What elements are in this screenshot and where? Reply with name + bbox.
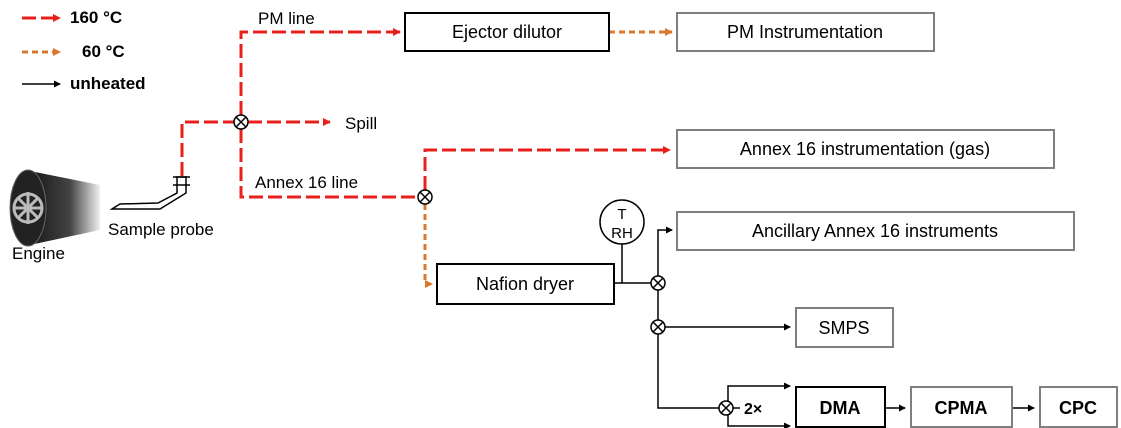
temperature-humidity-sensor: T RH — [599, 199, 645, 245]
sensor-rh-label: RH — [611, 225, 633, 242]
engine-icon — [9, 169, 100, 247]
cpc-box: CPC — [1039, 386, 1118, 428]
annex-gas-line — [423, 146, 671, 190]
svg-text:CPMA: CPMA — [935, 398, 988, 418]
pm-line — [239, 28, 401, 115]
sample-probe-icon — [109, 176, 190, 210]
valve-icon-smps-split — [650, 319, 666, 335]
junction-valves — [233, 114, 734, 416]
svg-text:PM Instrumentation: PM Instrumentation — [727, 22, 883, 42]
annex-16-line — [239, 129, 418, 199]
probe-to-junction-line — [180, 120, 234, 176]
spill-label: Spill — [345, 114, 377, 133]
valve-icon-dryer-out — [650, 275, 666, 291]
legend: 160 °C 60 °C unheated — [22, 8, 146, 93]
svg-text:DMA: DMA — [820, 398, 861, 418]
multiplier-label: 2× — [744, 401, 762, 418]
pm-instrumentation-box: PM Instrumentation — [676, 12, 935, 52]
dma-box: DMA — [795, 386, 886, 428]
nafion-dryer-box: Nafion dryer — [436, 263, 615, 305]
svg-text:Ejector dilutor: Ejector dilutor — [452, 22, 562, 42]
svg-text:Nafion dryer: Nafion dryer — [476, 274, 574, 294]
svg-text:CPC: CPC — [1059, 398, 1097, 418]
sensor-t-label: T — [617, 206, 626, 223]
heated-60c-lines — [423, 28, 673, 288]
pm-line-label: PM line — [258, 9, 315, 28]
smps-box: SMPS — [795, 307, 894, 348]
svg-text:SMPS: SMPS — [818, 318, 869, 338]
cpma-box: CPMA — [910, 386, 1013, 428]
legend-label-60c: 60 °C — [82, 42, 125, 61]
svg-text:Annex 16 instrumentation (gas): Annex 16 instrumentation (gas) — [740, 139, 990, 159]
engine-label: Engine — [12, 244, 65, 263]
svg-text:Ancillary Annex 16 instruments: Ancillary Annex 16 instruments — [752, 221, 998, 241]
sample-probe-label: Sample probe — [108, 220, 214, 239]
ancillary-line — [657, 226, 673, 276]
annex-to-nafion-line — [423, 204, 433, 288]
heated-160c-lines — [180, 28, 671, 199]
legend-label-160c: 160 °C — [70, 8, 122, 27]
valve-icon-annex-split — [417, 189, 433, 205]
ancillary-annex-16-box: Ancillary Annex 16 instruments — [676, 211, 1075, 251]
annex-16-gas-box: Annex 16 instrumentation (gas) — [676, 129, 1055, 169]
valve-icon-dma-split — [718, 400, 734, 416]
annex-16-line-label: Annex 16 line — [255, 173, 358, 192]
valve-icon-pm-split — [233, 114, 249, 130]
legend-label-unheated: unheated — [70, 74, 146, 93]
ejector-dilutor-box: Ejector dilutor — [404, 12, 610, 52]
